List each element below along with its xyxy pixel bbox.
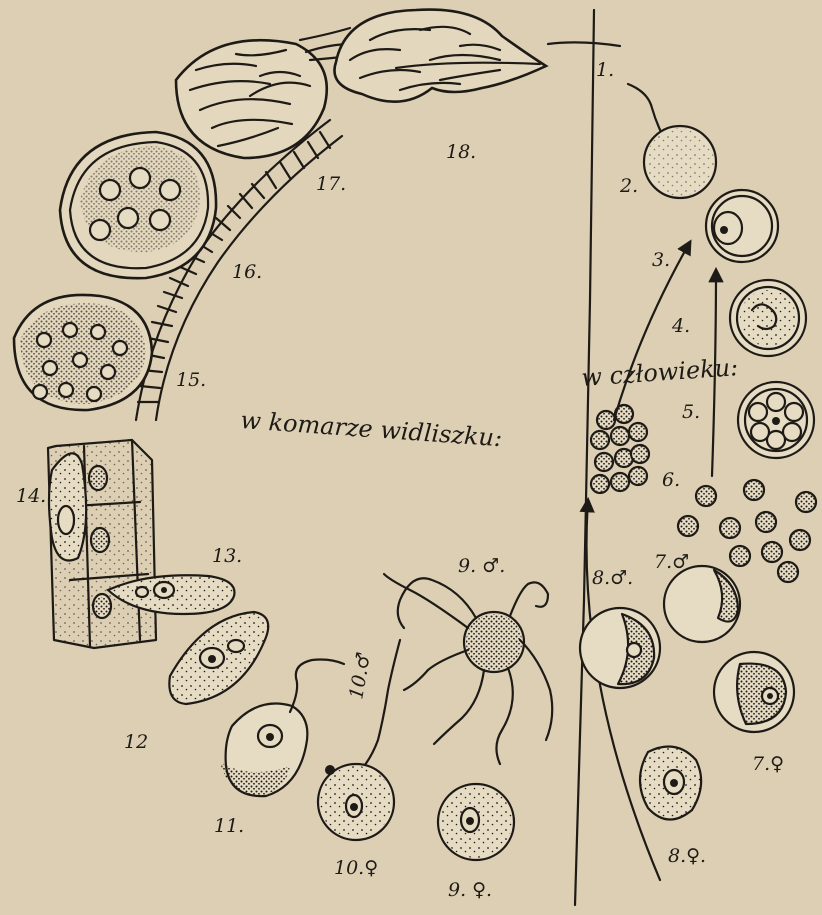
stage-10-female-fertilization — [318, 764, 394, 840]
stage-2-cell — [644, 126, 716, 198]
stage-5-schizont — [738, 382, 814, 458]
stage-18-salivary-gland — [334, 10, 546, 102]
label-stage-10-male: 10.♂ — [345, 651, 375, 701]
label-stage-16: 16. — [232, 261, 262, 283]
label-stage-17: 17. — [316, 173, 346, 195]
heading-in-mosquito: w komarze widliszku: — [240, 406, 503, 452]
label-stage-7-female: 7.♀ — [752, 753, 784, 775]
stage-9-female-macrogamete — [438, 784, 514, 860]
label-stage-13: 13. — [212, 545, 242, 567]
label-stage-9-female: 9. ♀. — [448, 879, 492, 901]
label-stage-15: 15. — [176, 369, 206, 391]
stage-17-sporozoite-oocyst — [176, 28, 352, 158]
label-stage-6: 6. — [662, 469, 680, 491]
divider-line — [575, 10, 594, 905]
stage-16-oocyst — [60, 132, 216, 278]
label-stage-8-female: 8.♀. — [668, 845, 706, 867]
label-stage-9-male: 9. ♂. — [458, 555, 505, 577]
label-stage-8-male: 8.♂. — [592, 567, 633, 589]
label-stage-7-male: 7.♂ — [654, 551, 689, 573]
label-stage-14: 14. — [16, 485, 46, 507]
sporozoite-entering — [628, 84, 662, 134]
label-stage-10-female: 10.♀ — [334, 857, 378, 879]
label-stage-2: 2. — [619, 175, 638, 197]
label-stage-4: 4. — [671, 315, 690, 337]
stage-4-cell — [730, 280, 806, 356]
label-stage-1: 1. — [596, 59, 614, 81]
label-stage-5: 5. — [682, 401, 700, 423]
sporozoite-1 — [548, 42, 620, 46]
stage-7-male-gametocyte — [664, 566, 740, 642]
arrow-to-cluster — [587, 500, 661, 880]
stage-8-female-gametocyte — [640, 747, 701, 820]
stage-8-male-gametocyte — [580, 608, 660, 688]
stage-9-male-exflagellation — [384, 574, 552, 764]
label-stage-18: 18. — [446, 141, 476, 163]
label-stage-3: 3. — [652, 249, 670, 271]
stage-15-oocyst — [14, 295, 152, 410]
stage-14-gut-wall — [48, 440, 156, 648]
stage-7-female-gametocyte — [714, 652, 794, 732]
merozoite-cluster — [591, 405, 649, 493]
label-stage-11: 11. — [214, 815, 244, 837]
label-stage-12: 12 — [124, 731, 148, 753]
stage-12-ookinete — [169, 612, 268, 704]
stage-3-cell — [706, 190, 778, 262]
